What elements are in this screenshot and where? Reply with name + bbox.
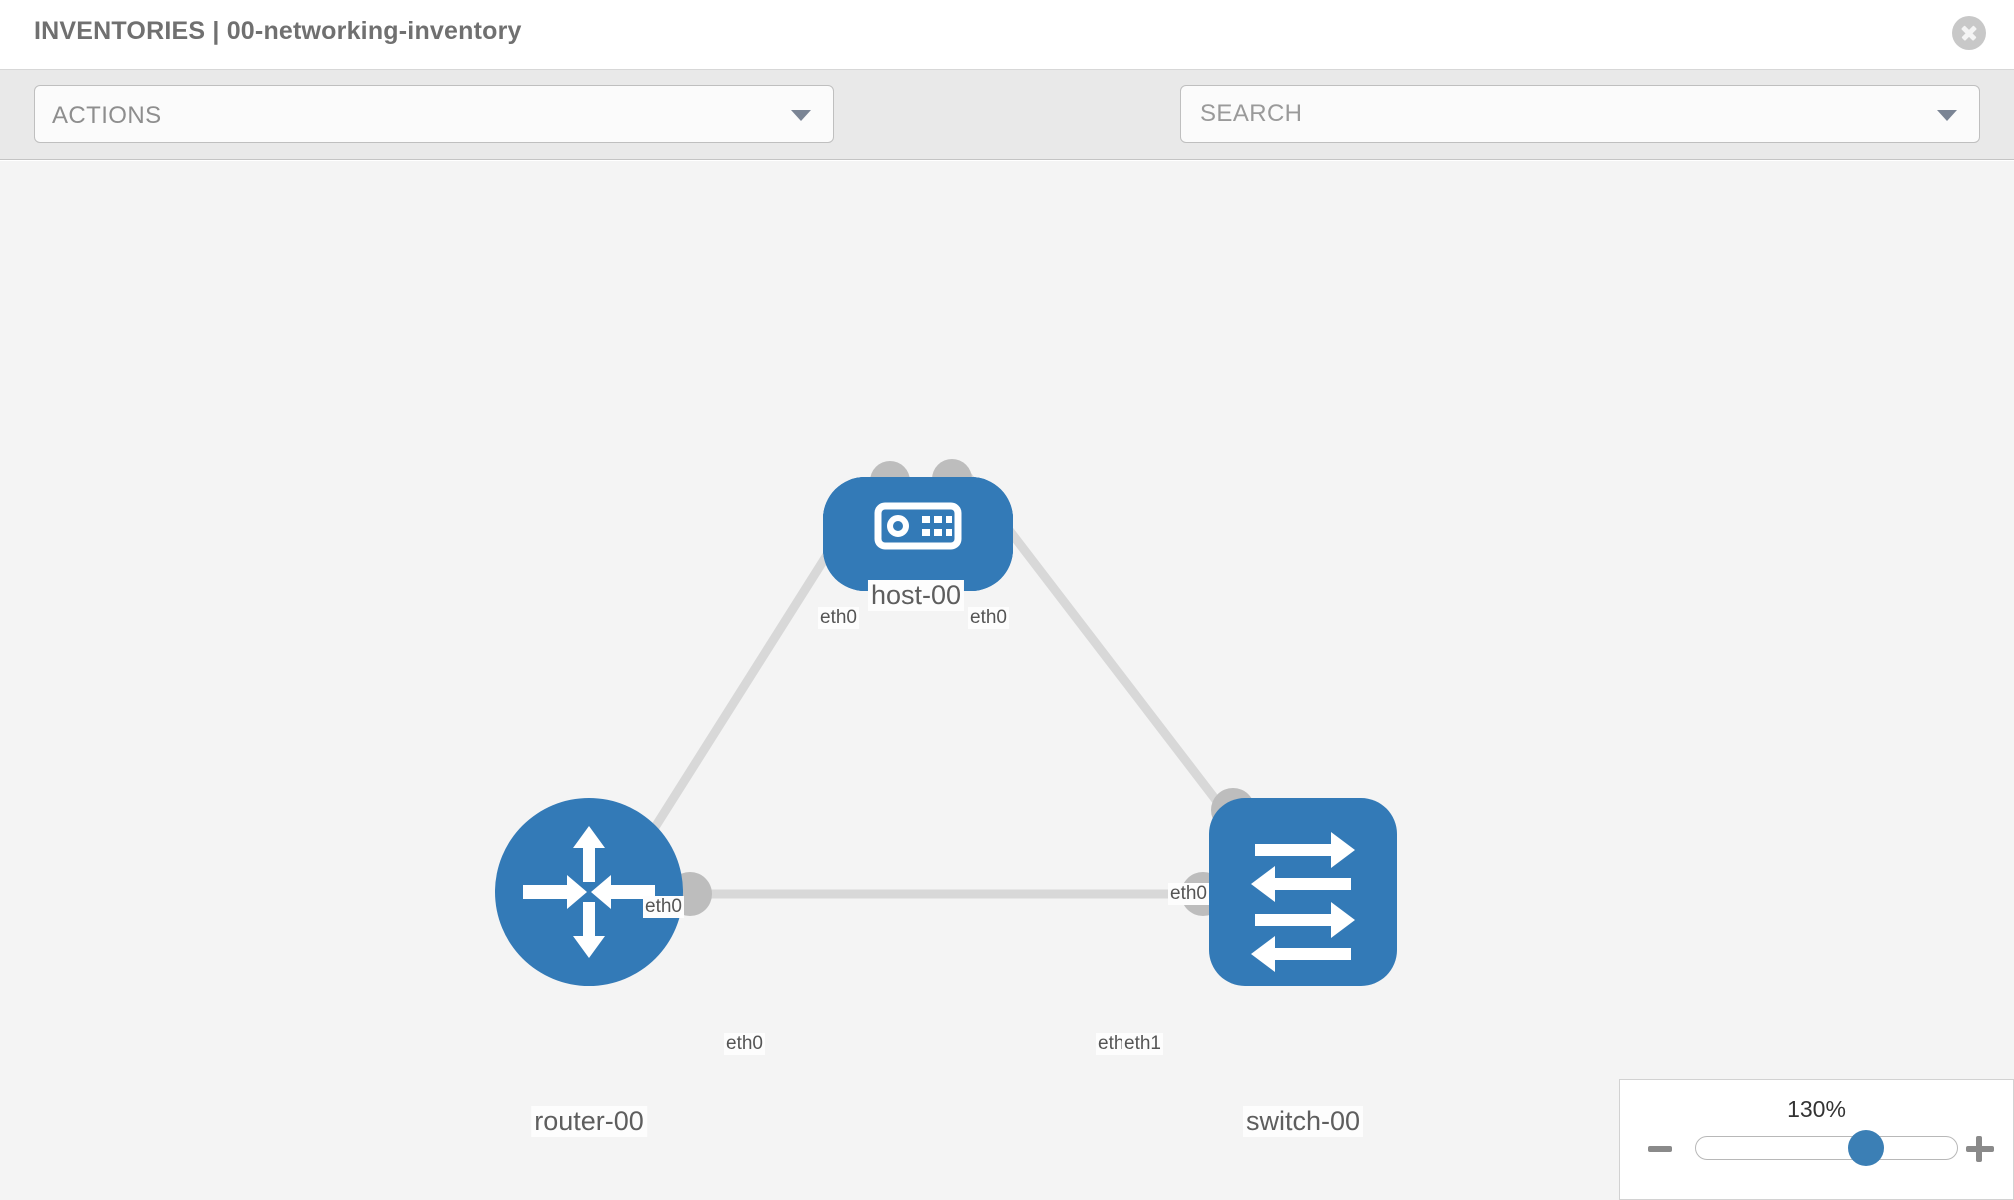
actions-dropdown[interactable]: ACTIONS (34, 85, 834, 143)
iface-label-router-uplink: eth0 (643, 896, 684, 918)
iface-label-switch-eth1: eth1 (1122, 1033, 1163, 1055)
minus-icon[interactable] (1645, 1134, 1675, 1164)
zoom-control: 130% (1619, 1079, 2014, 1200)
iface-label-router-eth0: eth0 (724, 1033, 765, 1055)
chevron-down-icon (791, 110, 811, 121)
router-icon (523, 826, 655, 958)
close-icon[interactable] (1952, 16, 1986, 50)
topology-graph (495, 459, 1397, 986)
chevron-down-icon[interactable] (1937, 110, 1957, 121)
server-icon (874, 502, 962, 550)
iface-label-switch-uplink: eth0 (1168, 883, 1209, 905)
zoom-slider[interactable] (1695, 1136, 1958, 1160)
topology-canvas[interactable]: host-00 router-00 switch-00 eth0 eth0 et… (0, 161, 2014, 1200)
iface-label-host-left: eth0 (818, 607, 859, 629)
node-label-switch-00: switch-00 (1242, 1106, 1364, 1137)
node-switch-00 (1209, 798, 1397, 986)
node-label-router-00: router-00 (531, 1106, 647, 1137)
page-title: INVENTORIES | 00-networking-inventory (34, 17, 522, 45)
switch-icon (1251, 832, 1355, 972)
node-label-host-00: host-00 (867, 580, 965, 611)
iface-label-host-right: eth0 (968, 607, 1009, 629)
page-header: INVENTORIES | 00-networking-inventory (0, 0, 2014, 70)
zoom-percent-label: 130% (1787, 1096, 1846, 1122)
toolbar: ACTIONS (0, 70, 2014, 193)
search-field[interactable] (1180, 85, 1980, 143)
zoom-slider-handle[interactable] (1848, 1130, 1884, 1166)
actions-dropdown-label: ACTIONS (52, 102, 162, 129)
node-router-00 (495, 798, 683, 986)
node-host-00 (823, 477, 1013, 591)
plus-icon[interactable] (1965, 1134, 1995, 1164)
search-input[interactable] (1198, 99, 1902, 129)
